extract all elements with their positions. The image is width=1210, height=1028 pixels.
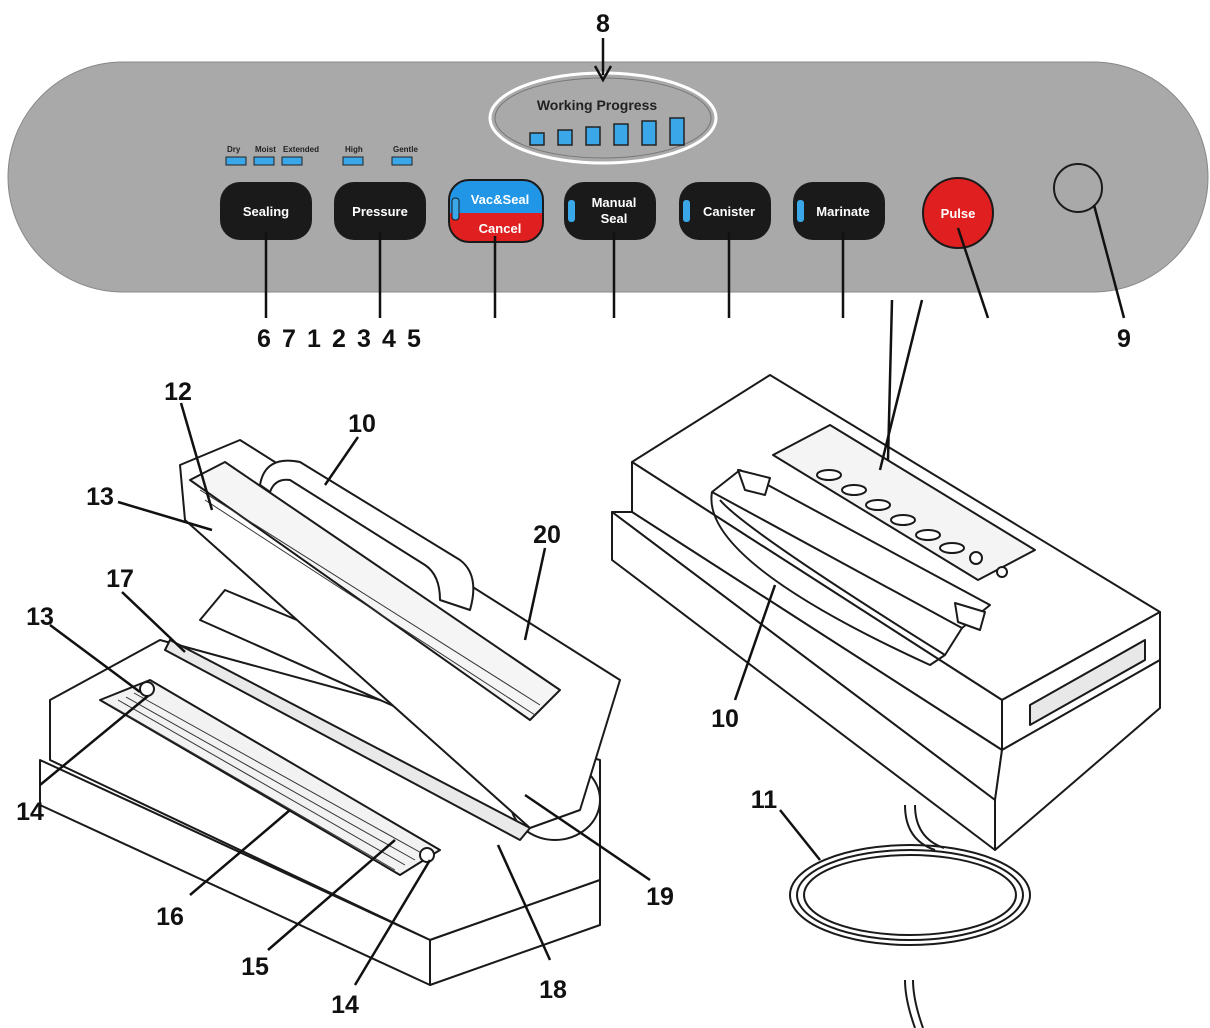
callout-numbers: 8 6 7 1 2 3 4 5 9 12 10 13 20 17 13 14 1… [16, 10, 1131, 1019]
sealing-button[interactable]: Sealing [220, 182, 312, 240]
manual-seal-label-1: Manual [592, 195, 637, 210]
progress-indicator [529, 117, 685, 146]
mode-label-gentle: Gentle [393, 145, 418, 154]
callout-13-lid: 13 [86, 483, 114, 511]
led-gentle [391, 156, 413, 166]
pulse-label: Pulse [941, 206, 976, 221]
vac-seal-cancel-button[interactable]: Vac&Seal Cancel [448, 179, 544, 243]
progress-segment [669, 117, 685, 146]
pressure-label: Pressure [352, 204, 408, 219]
callout-14-left: 14 [16, 798, 44, 826]
progress-segment [613, 123, 629, 146]
callout-10-open: 10 [348, 410, 376, 438]
callout-16: 16 [156, 903, 184, 931]
power-indicator[interactable] [1053, 163, 1103, 213]
cable-callout-line [779, 809, 821, 861]
callout-5: 5 [407, 325, 421, 353]
callout-13-base: 13 [26, 603, 54, 631]
closed-sealer [611, 374, 1161, 851]
callout-7: 7 [282, 325, 296, 353]
led-dry [225, 156, 247, 166]
progress-segment [529, 132, 545, 146]
callout-18: 18 [539, 976, 567, 1004]
panel-body [7, 61, 1209, 293]
callout-12: 12 [164, 378, 192, 406]
manual-seal-button[interactable]: Manual Seal [564, 182, 656, 240]
callout-2: 2 [332, 325, 346, 353]
power-cable [789, 804, 1031, 1028]
callout-19: 19 [646, 883, 674, 911]
canister-label: Canister [703, 204, 755, 219]
mode-label-high: High [345, 145, 363, 154]
callout-4: 4 [382, 325, 396, 353]
canister-button[interactable]: Canister [679, 182, 771, 240]
marinate-button[interactable]: Marinate [793, 182, 885, 240]
callout-10-closed: 10 [711, 705, 739, 733]
progress-segment [641, 120, 657, 146]
marinate-label: Marinate [816, 204, 869, 219]
led-extended [281, 156, 303, 166]
cancel-label: Cancel [479, 221, 522, 236]
open-sealer [39, 439, 621, 986]
open-callout-lines [39, 402, 651, 986]
control-panel: Working Progress Dry Moist Extended High… [7, 61, 1209, 293]
mode-label-dry: Dry [227, 145, 241, 154]
marinate-led [797, 200, 804, 222]
mode-label-extended: Extended [283, 145, 319, 154]
callout-9: 9 [1117, 325, 1131, 353]
callout-15: 15 [241, 953, 269, 981]
callout-20: 20 [533, 521, 561, 549]
pulse-button[interactable]: Pulse [922, 177, 994, 249]
progress-title: Working Progress [537, 97, 658, 113]
pressure-button[interactable]: Pressure [334, 182, 426, 240]
callout-8: 8 [596, 10, 610, 38]
progress-segment [585, 126, 601, 146]
sealing-label: Sealing [243, 204, 289, 219]
progress-segment [557, 129, 573, 146]
manual-seal-led [568, 200, 575, 222]
panel-callout-lines [264, 38, 1126, 319]
closed-callout-lines [733, 299, 924, 701]
vac-seal-label: Vac&Seal [471, 192, 530, 207]
led-high [342, 156, 364, 166]
canister-led [683, 200, 690, 222]
callout-1: 1 [307, 325, 321, 353]
callout-6: 6 [257, 325, 271, 353]
vac-seal-led [451, 197, 460, 221]
callout-14-right: 14 [331, 991, 359, 1019]
callout-17: 17 [106, 565, 134, 593]
closed-strip-buttons [816, 469, 1008, 578]
callout-11: 11 [751, 786, 778, 814]
callout-3: 3 [357, 325, 371, 353]
manual-seal-label-2: Seal [601, 211, 628, 226]
mode-label-moist: Moist [255, 145, 276, 154]
led-moist [253, 156, 275, 166]
